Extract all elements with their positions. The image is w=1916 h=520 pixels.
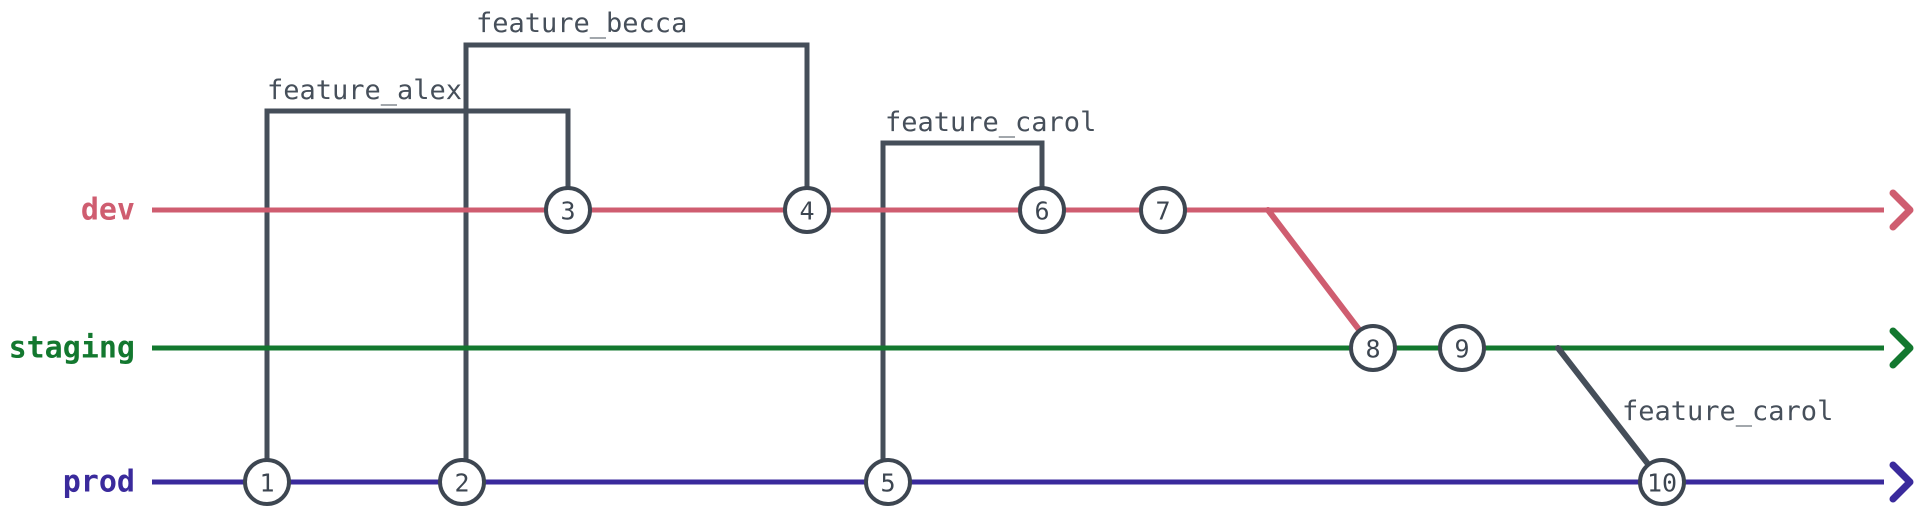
branch-label-feature_carol: feature_carol (885, 107, 1096, 138)
text-label-layer: dev staging prod feature_alex feature_beccaf… (9, 8, 1834, 500)
branch-path-feature_becca (463, 42, 810, 482)
commit-node-3[interactable]: 3 (544, 186, 592, 234)
lane-label-prod: prod (63, 465, 135, 500)
commit-node-7[interactable]: 7 (1139, 186, 1187, 234)
lane-arrow-staging-icon (1889, 327, 1914, 369)
commit-node-4[interactable]: 4 (783, 186, 831, 234)
commit-circle-7 (1139, 186, 1187, 234)
merge-line-staging-to-prod (1555, 345, 1665, 485)
branch-path-feature_alex (264, 108, 571, 482)
merge-line-dev-to-staging (1265, 207, 1376, 351)
commit-node-2[interactable]: 2 (438, 458, 486, 506)
commit-label-10: 10 (1647, 469, 1677, 498)
commit-label-9: 9 (1454, 335, 1469, 364)
commit-node-1[interactable]: 1 (243, 458, 291, 506)
lane-arrow-dev-icon (1889, 189, 1914, 231)
branch-bracket-layer (264, 42, 1045, 482)
commit-circle-10 (1638, 458, 1686, 506)
branch-label-feature_alex: feature_alex (267, 75, 462, 106)
commit-label-3: 3 (560, 197, 575, 226)
merge-line-layer (1265, 207, 1665, 485)
commit-label-7: 7 (1155, 197, 1170, 226)
lane-arrow-prod-icon (1889, 461, 1914, 503)
commit-circle-4 (783, 186, 831, 234)
branch-label-feature_becca: feature_becca (476, 8, 687, 39)
lane-label-dev: dev (81, 193, 135, 228)
commit-node-10[interactable]: 10 (1638, 458, 1686, 506)
commit-circle-6 (1018, 186, 1066, 234)
commit-circle-8 (1349, 324, 1397, 372)
branch-path-feature_carol (880, 140, 1045, 482)
commit-node-layer: 1 2 3 4 5 6 7 8 9 10 (243, 186, 1686, 506)
commit-label-2: 2 (454, 469, 469, 498)
commit-node-5[interactable]: 5 (864, 458, 912, 506)
commit-node-8[interactable]: 8 (1349, 324, 1397, 372)
lane-layer (152, 189, 1914, 503)
commit-label-8: 8 (1365, 335, 1380, 364)
commit-circle-9 (1438, 324, 1486, 372)
commit-circle-2 (438, 458, 486, 506)
merge-label-staging-to-prod: feature_carol (1622, 396, 1833, 427)
commit-label-4: 4 (799, 197, 814, 226)
commit-label-6: 6 (1034, 197, 1049, 226)
commit-node-6[interactable]: 6 (1018, 186, 1066, 234)
commit-label-5: 5 (880, 469, 895, 498)
lane-label-staging: staging (9, 331, 135, 366)
commit-circle-1 (243, 458, 291, 506)
commit-label-1: 1 (259, 469, 274, 498)
commit-circle-3 (544, 186, 592, 234)
commit-circle-5 (864, 458, 912, 506)
commit-node-9[interactable]: 9 (1438, 324, 1486, 372)
